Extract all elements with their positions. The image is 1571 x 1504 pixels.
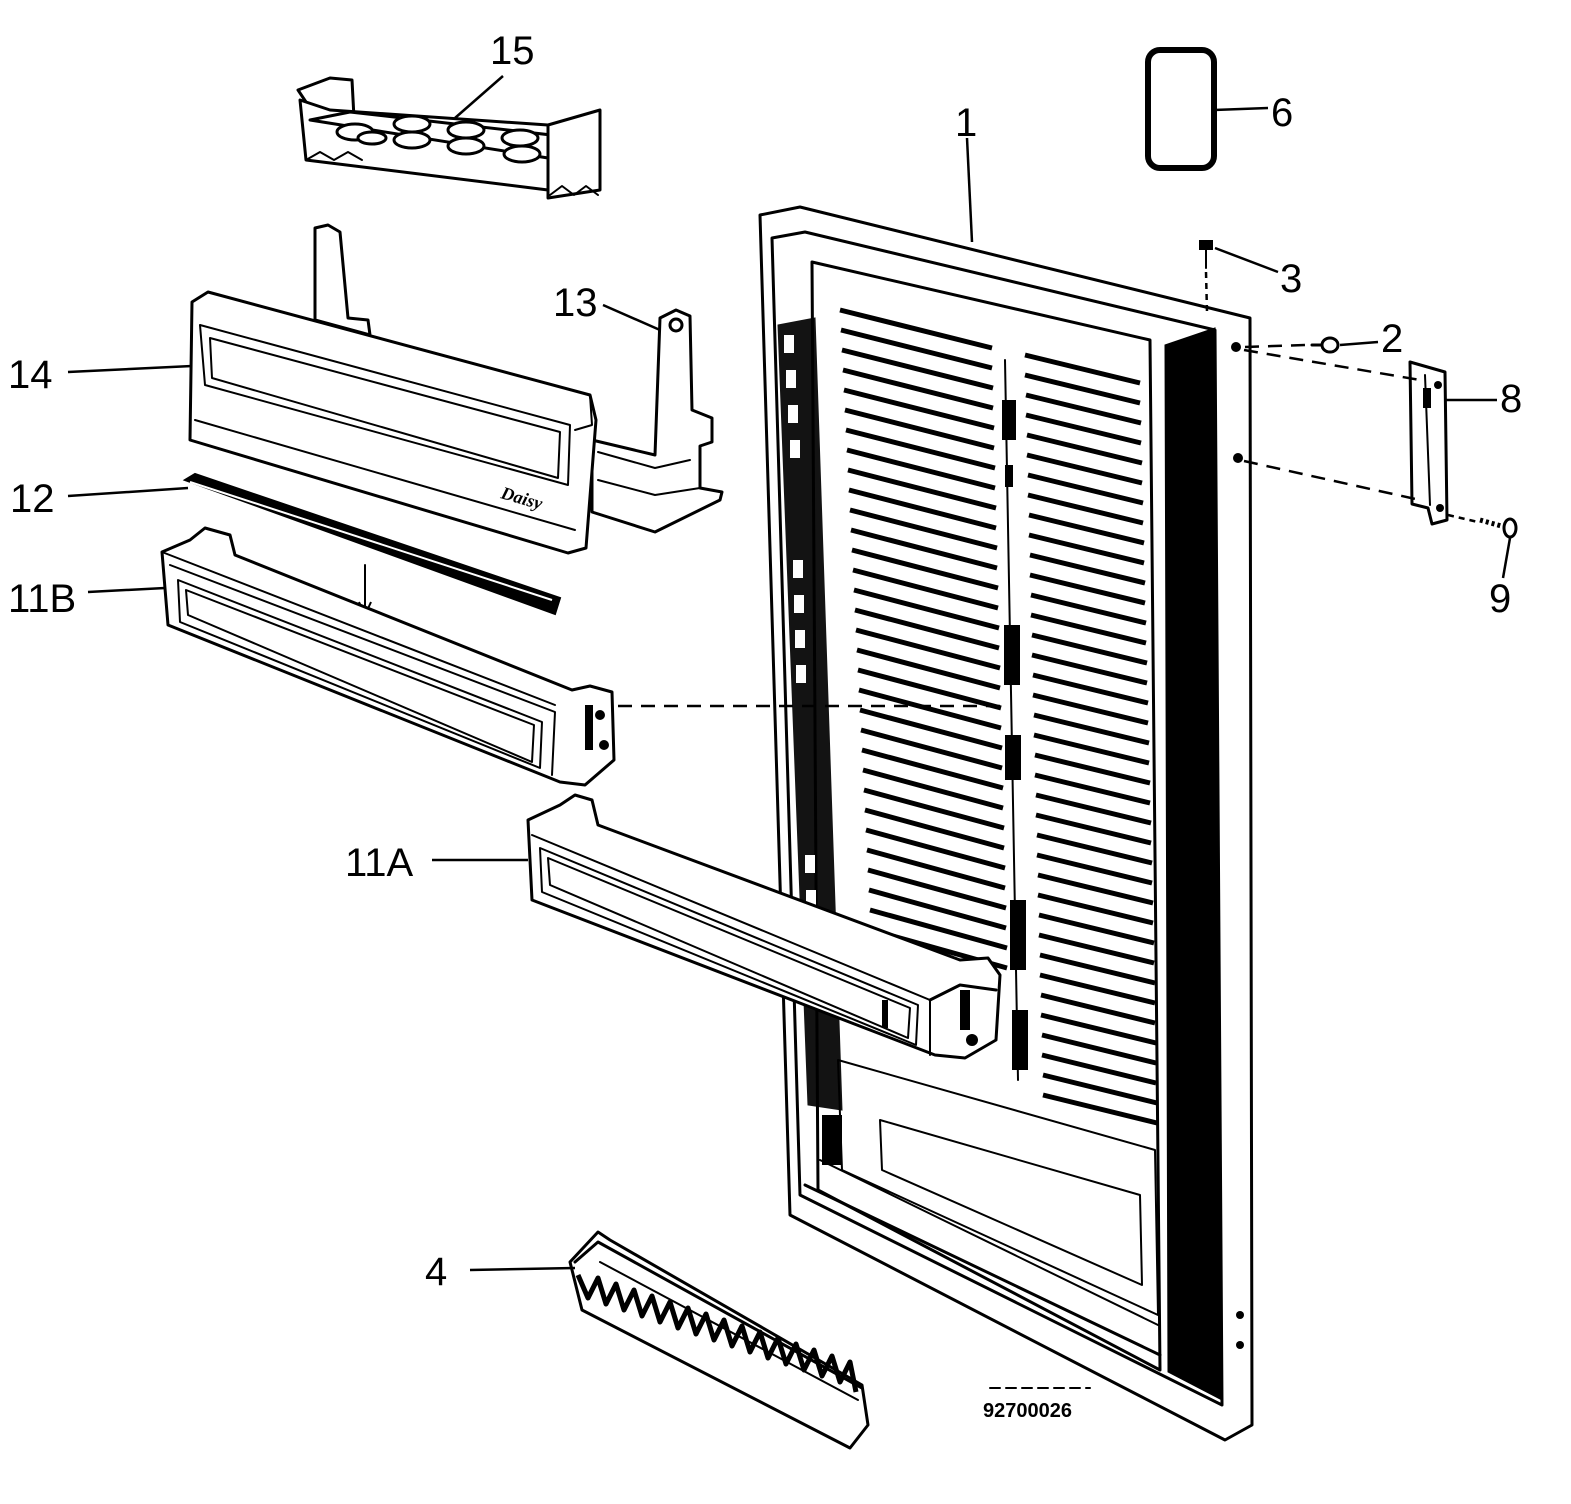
callout-labels: 1 2 3 4 6 8 9 11A 11B 12 13 14 15 bbox=[8, 29, 1522, 1294]
callout-9: 9 bbox=[1489, 577, 1511, 621]
callout-14: 14 bbox=[8, 353, 53, 397]
callout-13: 13 bbox=[553, 281, 598, 325]
door-panel bbox=[758, 205, 1254, 1442]
part-4-grille bbox=[568, 1230, 870, 1450]
callout-4: 4 bbox=[425, 1250, 447, 1294]
callout-11b: 11B bbox=[8, 577, 76, 621]
part-9-screw bbox=[1447, 513, 1518, 539]
part-3-screw bbox=[1199, 240, 1213, 313]
part-13-bracket bbox=[590, 308, 724, 534]
part-6-panel bbox=[1145, 47, 1217, 171]
door-slats-left bbox=[839, 307, 1008, 971]
part-12-trim-strip bbox=[182, 472, 562, 618]
callout-3: 3 bbox=[1280, 257, 1302, 301]
drawing-number: 92700026 bbox=[983, 1400, 1072, 1422]
part-14-shelf-front: Daisy bbox=[188, 223, 598, 555]
callout-6: 6 bbox=[1271, 91, 1293, 135]
part-2-screw bbox=[1231, 336, 1340, 354]
callout-2: 2 bbox=[1381, 317, 1403, 361]
callout-1: 1 bbox=[955, 101, 977, 145]
leader-lines bbox=[67, 75, 1512, 1272]
callout-8: 8 bbox=[1500, 377, 1522, 421]
callout-12: 12 bbox=[10, 477, 55, 521]
part-11b-door-bin bbox=[160, 526, 1000, 787]
door-slats-right bbox=[1024, 352, 1158, 1126]
callout-11a: 11A bbox=[345, 841, 414, 885]
part-11a-door-bin bbox=[526, 793, 1002, 1060]
part-8-hinge-plate bbox=[1233, 348, 1449, 526]
part-15-egg-rack bbox=[296, 76, 602, 200]
callout-15: 15 bbox=[490, 29, 535, 73]
